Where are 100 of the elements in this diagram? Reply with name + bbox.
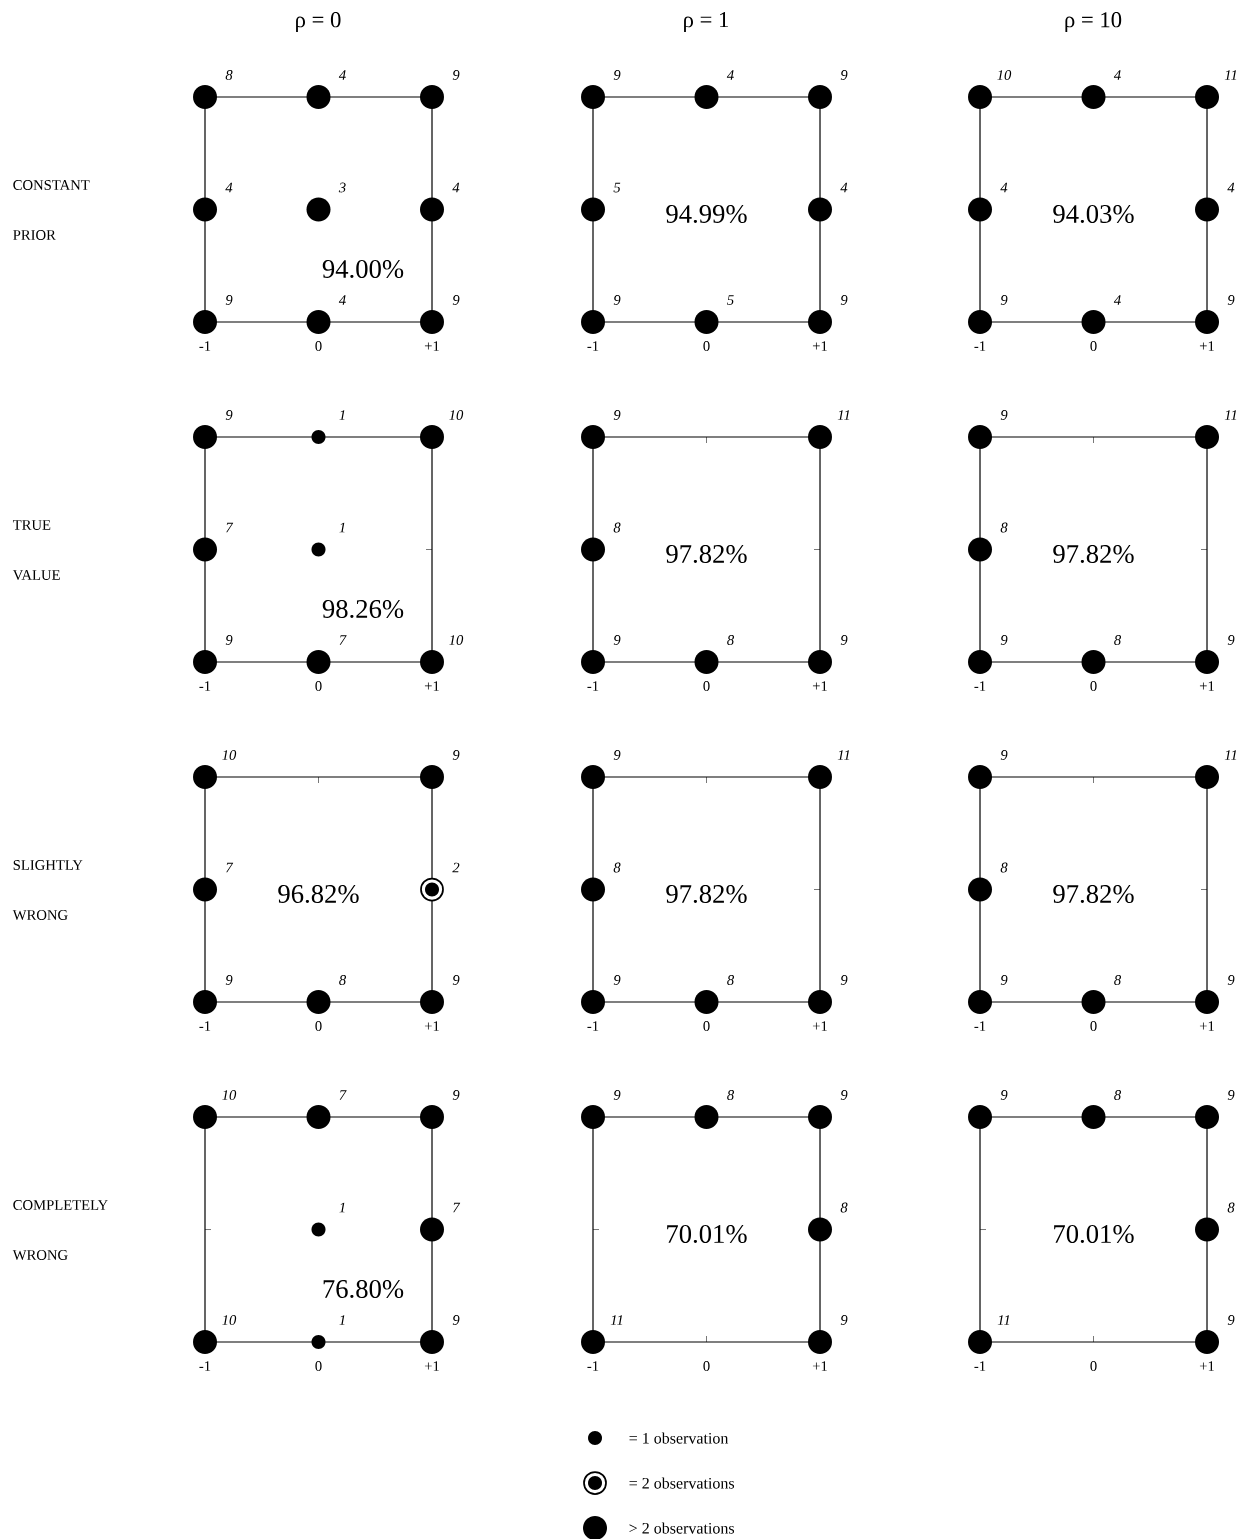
axis-tick-label: 0	[315, 341, 322, 351]
count-label: 4	[338, 295, 346, 305]
count-label: 8	[1227, 1202, 1235, 1213]
count-label: 8	[840, 1202, 848, 1213]
count-label: 4	[840, 182, 848, 193]
legend-text: > 2 observations	[629, 1522, 735, 1534]
axis-tick-label: 0	[1090, 1361, 1097, 1371]
count-label: 8	[613, 522, 621, 533]
count-label: 9	[613, 410, 621, 420]
count-label: 9	[452, 1090, 460, 1100]
count-label: 9	[225, 975, 233, 985]
count-label: 8	[727, 1090, 734, 1100]
count-label: 9	[1000, 750, 1008, 760]
count-label: 2	[452, 862, 460, 873]
count-label: 11	[1224, 750, 1237, 760]
row-label: SLIGHTLY	[13, 860, 83, 870]
axis-tick-label: +1	[424, 341, 439, 351]
count-label: 10	[449, 635, 464, 645]
count-label: 8	[1000, 522, 1008, 533]
axis-tick-label: +1	[1199, 1361, 1214, 1371]
count-label: 8	[1114, 635, 1121, 645]
axis-tick-label: +1	[424, 1361, 439, 1371]
count-label: 8	[613, 862, 621, 873]
count-label: 9	[1000, 410, 1008, 420]
axis-tick-label: +1	[424, 1021, 439, 1031]
axis-tick-label: 0	[315, 1361, 322, 1371]
count-label: 10	[449, 410, 464, 420]
count-label: 7	[339, 635, 347, 645]
count-label: 9	[1227, 295, 1235, 305]
axis-tick-label: -1	[974, 681, 986, 691]
axis-tick-label: 0	[315, 681, 322, 691]
count-label: 9	[1000, 1090, 1008, 1100]
count-label: 9	[840, 975, 848, 985]
axis-tick-label: -1	[587, 681, 599, 691]
count-label: 9	[1227, 1090, 1235, 1100]
count-label: 1	[339, 1202, 345, 1213]
count-label: 10	[222, 750, 237, 760]
count-label: 4	[452, 182, 460, 193]
count-label: 9	[225, 635, 233, 645]
count-label: 7	[226, 522, 234, 533]
axis-tick-label: -1	[974, 1361, 986, 1371]
column-heading: ρ = 1	[684, 12, 729, 32]
count-label: 1	[339, 410, 345, 420]
row-label: CONSTANT	[13, 180, 90, 190]
count-label: 5	[727, 295, 734, 305]
count-label: 4	[338, 70, 346, 80]
count-label: 8	[1000, 862, 1008, 873]
row-label: TRUE	[13, 520, 51, 530]
count-label: 11	[997, 1315, 1010, 1325]
row-label: PRIOR	[13, 230, 56, 240]
count-label: 9	[1000, 635, 1008, 645]
count-label: 9	[452, 295, 460, 305]
count-label: 11	[1224, 70, 1237, 80]
axis-tick-label: +1	[1199, 1021, 1214, 1031]
count-label: 8	[727, 635, 734, 645]
count-label: 9	[840, 70, 848, 80]
axis-tick-label: 0	[703, 1361, 710, 1371]
count-label: 11	[1224, 410, 1237, 420]
legend-text: = 2 observations	[629, 1477, 735, 1489]
count-label: 7	[453, 1202, 461, 1213]
count-label: 4	[1227, 182, 1235, 193]
count-label: 7	[226, 862, 234, 873]
count-label: 9	[613, 635, 621, 645]
count-label: 8	[339, 975, 346, 985]
count-label: 10	[222, 1315, 237, 1325]
count-label: 9	[613, 1090, 621, 1100]
axis-tick-label: 0	[1090, 681, 1097, 691]
axis-tick-label: -1	[974, 1021, 986, 1031]
count-label: 4	[225, 182, 233, 193]
count-label: 9	[840, 295, 848, 305]
count-label: 9	[452, 750, 460, 760]
axis-tick-label: 0	[703, 341, 710, 351]
count-label: 9	[452, 1315, 460, 1325]
count-label: 9	[452, 975, 460, 985]
count-label: 10	[997, 70, 1012, 80]
axis-tick-label: -1	[199, 1361, 211, 1371]
axis-tick-label: -1	[199, 1021, 211, 1031]
axis-tick-label: 0	[1090, 1021, 1097, 1031]
axis-tick-label: +1	[1199, 681, 1214, 691]
count-label: 8	[1114, 975, 1121, 985]
axis-tick-label: 0	[703, 1021, 710, 1031]
count-label: 9	[613, 750, 621, 760]
axis-tick-label: +1	[812, 1361, 827, 1371]
count-label: 7	[339, 1090, 347, 1100]
count-label: 9	[613, 70, 621, 80]
axis-tick-label: -1	[587, 1361, 599, 1371]
count-label: 8	[225, 70, 233, 80]
axis-tick-label: +1	[424, 681, 439, 691]
row-label: WRONG	[12, 1250, 68, 1260]
axis-tick-label: +1	[1199, 341, 1214, 351]
count-label: 9	[613, 975, 621, 985]
count-label: 9	[1000, 975, 1008, 985]
count-label: 3	[338, 182, 346, 193]
count-label: 1	[339, 522, 345, 533]
count-label: 9	[1227, 975, 1235, 985]
axis-tick-label: 0	[703, 681, 710, 691]
count-label: 4	[726, 70, 734, 80]
legend-text: = 1 observation	[629, 1432, 729, 1444]
count-label: 9	[225, 295, 233, 305]
axis-tick-label: -1	[199, 681, 211, 691]
